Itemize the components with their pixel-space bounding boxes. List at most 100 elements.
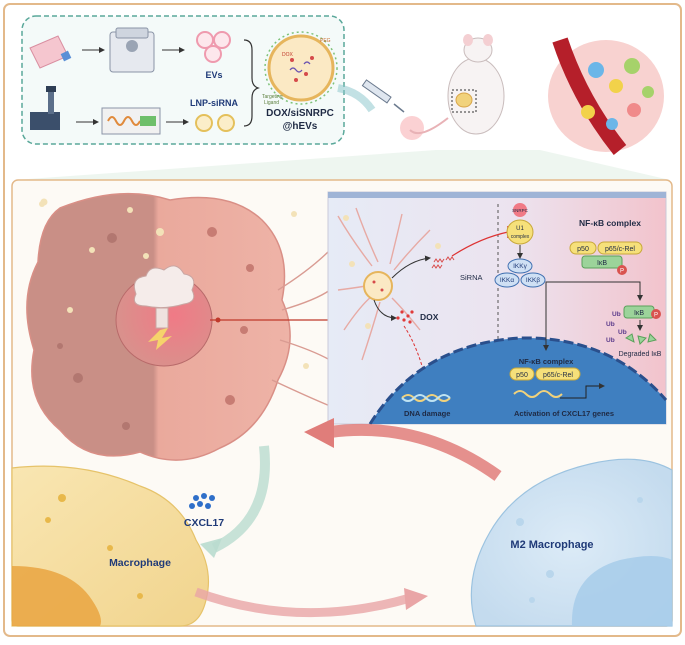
- p65-top-icon: [597, 241, 643, 255]
- label-ub-1: Ub: [612, 311, 621, 318]
- m2-granule: [637, 497, 643, 503]
- inset-nucleus: [370, 337, 666, 424]
- sirna-release-arrow: [391, 255, 431, 279]
- transcription-arrow: [560, 383, 605, 399]
- dox-cluster-icon: [396, 310, 414, 324]
- p50-bottom-icon: [509, 367, 535, 381]
- label-degraded: Degraded IκB: [619, 351, 662, 358]
- label-ub-3: Ub: [618, 329, 627, 336]
- macrophage-cell: [11, 465, 210, 627]
- dna-helix-icon-2: [401, 394, 451, 402]
- ikk-beta-icon: [520, 272, 546, 288]
- label-evs: EVs: [205, 70, 222, 80]
- product-label-line2: @hEVs: [283, 121, 318, 132]
- label-u1-1: U1: [516, 226, 524, 232]
- top-panel: EVs LNP-siRNA: [21, 15, 664, 155]
- m2-granule: [516, 518, 524, 526]
- cytoskeleton-fibers: [337, 207, 431, 361]
- label-ikk-gamma: IKKγ: [513, 263, 527, 270]
- label-nfkb-bottom: NF-κB complex: [519, 357, 574, 366]
- label-activation: Activation of CXCL17 genes: [514, 409, 614, 418]
- ev-vesicles-icon: [196, 31, 231, 63]
- u1-complex-icon: [506, 219, 534, 245]
- label-sirna: SiRNA: [460, 273, 483, 282]
- vesicle-dot: [343, 215, 349, 221]
- gene-helix-icon: [513, 390, 563, 398]
- recruitment-arrowhead: [200, 538, 222, 558]
- label-targeting-1: Targeting: [262, 94, 283, 100]
- phospho-top-icon: [617, 265, 627, 275]
- lnp-particles-icon: [195, 114, 235, 132]
- explosion-icon: [133, 265, 195, 350]
- dox-dot: [380, 288, 384, 292]
- label-p65-top: p65/c-Rel: [605, 246, 635, 253]
- m2-macrophage-cell: [470, 458, 673, 627]
- hybrid-ev-icon: [264, 31, 338, 105]
- label-ikk-beta: IKKβ: [526, 277, 540, 284]
- p65-bottom-icon: [535, 367, 581, 381]
- m2-nucleus: [571, 556, 672, 626]
- granule: [137, 593, 143, 599]
- degraded-fragments-icon: [625, 333, 657, 345]
- label-p65-bottom: p65/c-Rel: [543, 372, 573, 379]
- cxcl17-chemokine-icon: [189, 493, 215, 509]
- label-nfkb-top: NF-κB complex: [579, 218, 641, 228]
- label-p50-top: p50: [577, 246, 589, 253]
- recruitment-arrow: [211, 445, 270, 553]
- background-vesicle: [40, 198, 48, 206]
- granule: [107, 545, 113, 551]
- label-ikk-alpha: IKKα: [500, 277, 514, 284]
- injection-site-glow: [400, 116, 424, 140]
- membrane-strip: [328, 192, 666, 198]
- tumor-tissue-icon: [548, 37, 664, 155]
- label-dna-damage: DNA damage: [404, 409, 450, 418]
- macrophage-nucleus: [12, 566, 101, 626]
- label-ikb-right: IκB: [634, 310, 644, 317]
- background-vesicle: [291, 211, 297, 217]
- label-macrophage: Macrophage: [109, 557, 171, 569]
- background-vesicle: [303, 363, 309, 369]
- syringe-icon: [361, 79, 405, 113]
- dox-release-arrow: [373, 299, 397, 321]
- label-targeting-2: Ligand: [264, 100, 279, 106]
- label-ub-2: Ub: [606, 321, 615, 328]
- polarization-arrow: [194, 587, 412, 618]
- centrifuge-icon: [109, 27, 155, 73]
- label-u1-2: complex: [511, 234, 530, 240]
- label-cxcl17: CXCL17: [184, 517, 224, 529]
- label-ub-4: Ub: [606, 337, 615, 344]
- label-phospho-top: P: [620, 269, 624, 275]
- label-p50-bottom: p50: [516, 372, 528, 379]
- feedback-arrowhead: [304, 418, 334, 448]
- label-snrpc: SNRPC: [512, 208, 529, 213]
- phospho-right-icon: [651, 309, 661, 319]
- granule: [45, 517, 51, 523]
- vesicle-dot: [435, 243, 441, 249]
- label-ikb-top: IκB: [597, 260, 607, 267]
- mouse-icon: [409, 34, 505, 135]
- feedback-arrow: [329, 423, 502, 481]
- label-phospho-right: P: [654, 313, 658, 319]
- zoom-pointer-dot: [215, 317, 221, 323]
- ikk-gamma-icon: [507, 258, 533, 274]
- sirna-inhibit-line: [451, 231, 509, 257]
- sirna-strands-icon: [431, 256, 455, 269]
- vesicle-dot: [349, 261, 355, 267]
- mixing-chip-icon: [101, 107, 161, 135]
- zoom-wedge: [14, 150, 670, 180]
- dox-dot: [372, 280, 376, 284]
- filopodia: [271, 249, 331, 407]
- label-dox-particle: DOX: [282, 52, 294, 58]
- ikb-top-icon: [581, 255, 623, 269]
- microfluidic-device-icon: [30, 86, 60, 130]
- product-label-line1: DOX/siSNRPC: [266, 108, 334, 119]
- release-nfkb-arrow: [543, 281, 596, 351]
- p50-top-icon: [569, 241, 597, 255]
- snrpc-icon: [513, 203, 527, 217]
- hev-in-cell-icon: [363, 271, 393, 301]
- granule: [58, 494, 66, 502]
- label-peg: PEG: [320, 38, 331, 44]
- ikk-alpha-icon: [494, 272, 520, 288]
